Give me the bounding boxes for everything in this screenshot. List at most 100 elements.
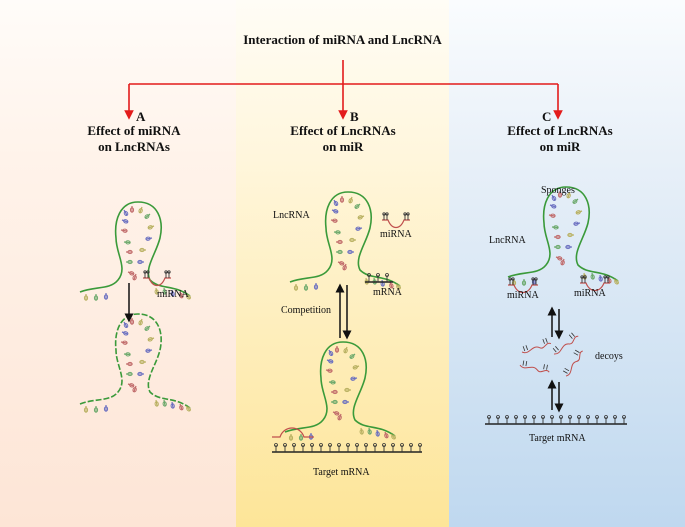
mrna-base-head (622, 415, 626, 419)
base-stem (337, 261, 344, 265)
mirna-base-head (508, 277, 512, 281)
base-stem (573, 222, 581, 225)
panel-b-competition-label: Competition (281, 305, 331, 316)
nucleotide-base (147, 337, 155, 342)
mrna-base-head (586, 415, 590, 419)
base-stem (185, 405, 191, 411)
nucleotide-base (551, 225, 559, 230)
base-head (573, 221, 579, 226)
base-head (186, 294, 191, 300)
nucleotide-base (144, 213, 151, 219)
nucleotide-base (333, 230, 341, 235)
base-head (154, 401, 159, 407)
base-stem (395, 283, 401, 289)
nucleotide-base (93, 294, 99, 301)
nucleotide-base (330, 218, 338, 223)
nucleotide-base (339, 196, 345, 203)
base-stem (123, 353, 131, 356)
mrna-base-head (505, 415, 509, 419)
diagram-title: Interaction of miRNA and LncRNA (243, 32, 442, 47)
lncrna-strand (284, 341, 396, 437)
panel-a-heading-line2: on LncRNAs (98, 139, 170, 154)
nucleotide-base (333, 199, 339, 207)
base-stem (171, 401, 174, 409)
base-head (344, 387, 350, 393)
base-head (598, 276, 603, 282)
base-head (139, 359, 145, 365)
base-stem (567, 191, 571, 198)
base-stem (171, 289, 174, 297)
mrna-base-head (301, 443, 305, 447)
base-head (313, 284, 319, 290)
decoy-base (562, 370, 568, 374)
base-head (551, 195, 557, 202)
base-stem (389, 281, 393, 288)
base-head (521, 280, 527, 286)
mrna-base-head (319, 443, 323, 447)
mirna-base-head (167, 270, 171, 274)
base-head (298, 435, 304, 441)
base-head (557, 256, 563, 261)
base-head (330, 380, 336, 385)
nucleotide-base (344, 387, 351, 393)
nucleotide-base (328, 349, 334, 357)
nucleotide-base (357, 215, 365, 220)
base-head (342, 265, 347, 271)
base-stem (333, 199, 338, 206)
base-head (614, 279, 619, 285)
base-head (337, 249, 343, 255)
nucleotide-base (554, 234, 561, 240)
mrna-base-head (514, 415, 518, 419)
base-head (357, 215, 363, 220)
nucleotide-base (350, 376, 358, 381)
base-stem (555, 256, 562, 260)
lncrna-strand (79, 313, 191, 409)
mirna-base-head (403, 212, 407, 216)
panel-a-letter: A (136, 109, 146, 124)
base-stem (331, 209, 338, 213)
lncrna-strand (507, 186, 619, 282)
base-head (332, 218, 338, 223)
panel-b-mirna (382, 212, 410, 229)
panel-c-heading-line1: Effect of LncRNAs (507, 123, 613, 138)
nucleotide-base (352, 365, 360, 370)
base-head (349, 354, 355, 359)
base-stem (155, 287, 158, 295)
base-head (555, 234, 561, 240)
mrna-base-head (559, 415, 563, 419)
nucleotide-base (154, 287, 159, 295)
nucleotide-base (349, 353, 356, 359)
nucleotide-base (139, 247, 146, 253)
base-head (590, 274, 595, 280)
mirna-base-head (385, 212, 389, 216)
nucleotide-base (554, 244, 561, 250)
base-stem (551, 226, 559, 229)
base-stem (355, 203, 361, 209)
nucleotide-base (590, 272, 595, 280)
base-head (349, 237, 355, 243)
mrna-base-head (376, 273, 380, 277)
base-head (375, 431, 380, 437)
lncrna-strand (79, 201, 191, 297)
base-stem (145, 237, 153, 240)
panel-c-heading-line2: on miR (539, 139, 581, 154)
base-head (333, 200, 339, 207)
base-stem (349, 196, 353, 203)
base-stem (148, 225, 155, 229)
panel-c-decoy-3 (552, 332, 579, 355)
panel-b-heading-line1: Effect of LncRNAs (290, 123, 396, 138)
base-stem (120, 229, 128, 232)
base-head (389, 283, 394, 289)
base-head (560, 260, 565, 266)
decoy-base (573, 352, 579, 356)
base-head (179, 405, 184, 411)
nucleotide-base (334, 346, 340, 353)
nucleotide-base (389, 281, 394, 289)
nucleotide-base (139, 359, 146, 365)
base-stem (350, 377, 358, 380)
base-stem (145, 349, 153, 352)
mrna-base-head (292, 443, 296, 447)
panel-c-decoy-1 (521, 337, 552, 354)
base-stem (591, 272, 594, 280)
mrna-base-head (487, 415, 491, 419)
